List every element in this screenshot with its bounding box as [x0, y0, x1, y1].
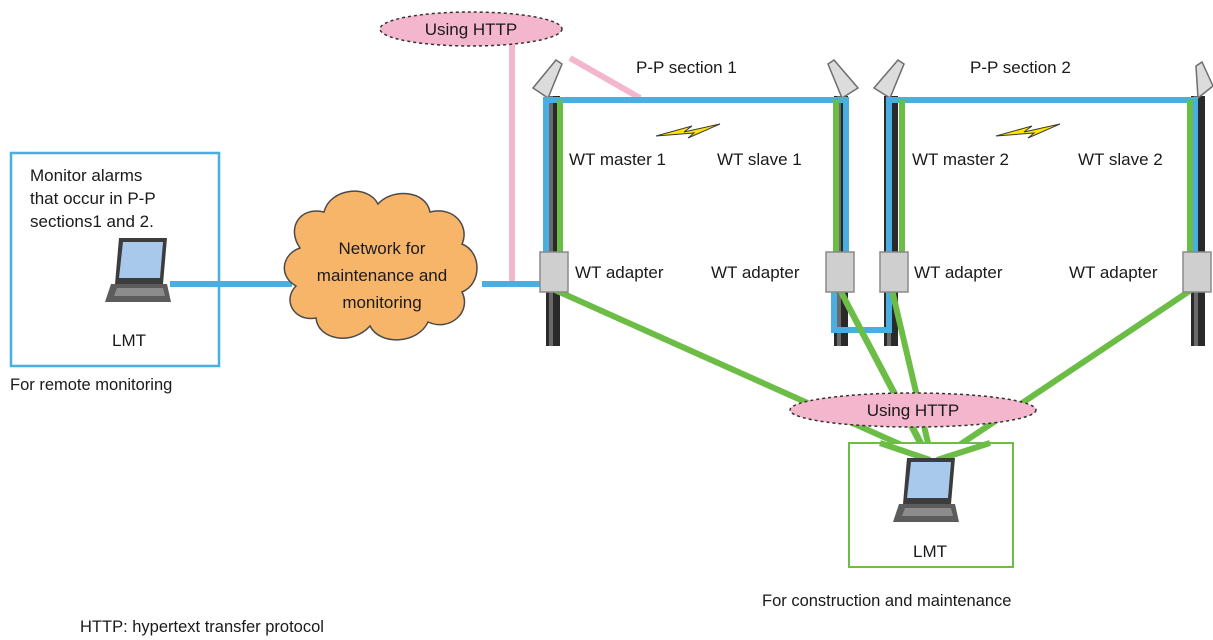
section-1-label: P-P section 1: [636, 58, 737, 77]
cloud-icon: Network for maintenance and monitoring: [283, 190, 478, 341]
green-maintenance-link: [553, 100, 1193, 463]
blue-monitoring-link: [170, 97, 1198, 333]
wt-master-2-label: WT master 2: [912, 150, 1009, 169]
monitor-text-line-2: that occur in P-P: [30, 189, 156, 208]
using-http-top-label: Using HTTP: [425, 20, 518, 39]
wt-master-1-label: WT master 1: [569, 150, 666, 169]
network-label-line-3: monitoring: [342, 293, 421, 312]
laptop-icon: [105, 238, 171, 302]
wt-adapter-4-label: WT adapter: [1069, 263, 1158, 282]
construction-caption: For construction and maintenance: [762, 592, 1011, 610]
monitor-text-line-1: Monitor alarms: [30, 166, 142, 185]
remote-monitoring-box: [9, 151, 221, 368]
using-http-ellipse-top: [379, 11, 563, 47]
wt-slave-2-label: WT slave 2: [1078, 150, 1163, 169]
wt-adapter-1-label: WT adapter: [575, 263, 664, 282]
network-label-line-1: Network for: [339, 239, 426, 258]
using-http-bottom-label: Using HTTP: [867, 401, 960, 420]
using-http-ellipse-bottom: [789, 392, 1037, 428]
remote-caption: For remote monitoring: [10, 376, 172, 394]
laptop-icon: [893, 458, 959, 522]
section-2-label: P-P section 2: [970, 58, 1071, 77]
pole-group: [546, 96, 1205, 346]
wt-slave-1-label: WT slave 1: [717, 150, 802, 169]
wt-adapter-3-label: WT adapter: [914, 263, 1003, 282]
wt-adapter-icon: [539, 251, 1212, 293]
lmt-left-label: LMT: [112, 331, 146, 350]
antenna-icon: [531, 58, 1213, 100]
footnote: HTTP: hypertext transfer protocol: [80, 618, 324, 636]
monitor-text-line-3: sections1 and 2.: [30, 212, 154, 231]
wireless-link-icon: [655, 123, 1061, 139]
pink-http-link-top: [509, 40, 642, 284]
wt-adapter-2-label: WT adapter: [711, 263, 800, 282]
network-label-line-2: maintenance and: [317, 266, 447, 285]
lmt-right-label: LMT: [913, 542, 947, 561]
